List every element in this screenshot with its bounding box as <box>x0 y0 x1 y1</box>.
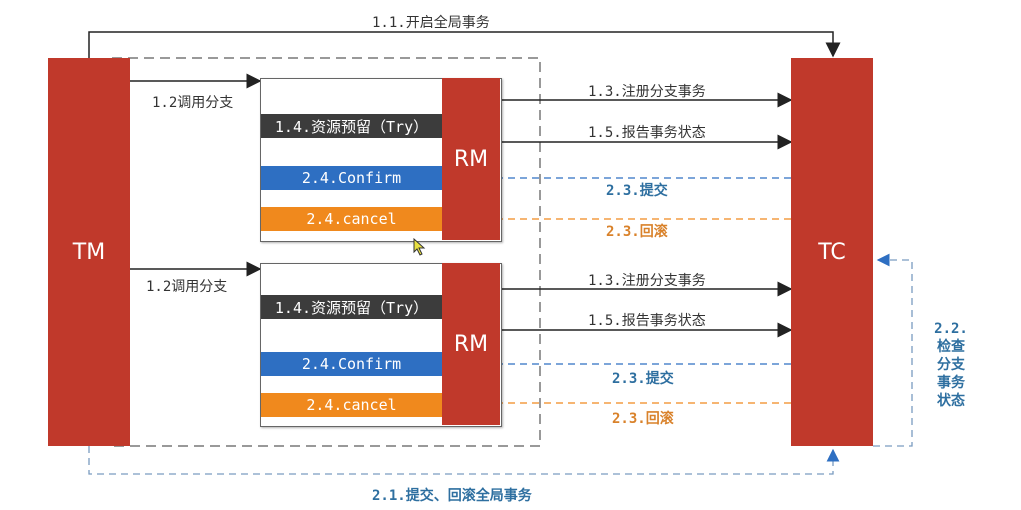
begin-global-arrow <box>88 31 841 58</box>
register-label-2: 1.3.注册分支事务 <box>588 273 706 289</box>
rm-column-2: RM <box>442 263 500 425</box>
begin-global-label: 1.1.开启全局事务 <box>372 15 490 31</box>
rm-column-1: RM <box>442 78 500 240</box>
mouse-cursor-icon <box>413 238 426 256</box>
tm-label: TM <box>72 239 106 265</box>
rollback-label-1: 2.3.回滚 <box>606 224 668 240</box>
try-bar-2: 1.4.资源预留（Try） <box>261 295 442 319</box>
commit-global-arrow <box>88 446 840 475</box>
confirm-bar-2: 2.4.Confirm <box>261 352 442 376</box>
rm-label-2: RM <box>453 331 489 357</box>
commit-global-label: 2.1.提交、回滚全局事务 <box>372 488 532 504</box>
confirm-bar-1: 2.4.Confirm <box>261 166 442 190</box>
report-label-1: 1.5.报告事务状态 <box>588 125 706 141</box>
check-status-arrow <box>873 253 913 447</box>
cancel-bar-1: 2.4.cancel <box>261 207 442 231</box>
tc-label: TC <box>818 239 846 265</box>
register-label-1: 1.3.注册分支事务 <box>588 84 706 100</box>
try-bar-1: 1.4.资源预留（Try） <box>261 114 442 138</box>
report-label-2: 1.5.报告事务状态 <box>588 313 706 329</box>
commit-label-1: 2.3.提交 <box>606 183 668 199</box>
tc-column: TC <box>791 58 873 446</box>
call-branch-label-1: 1.2调用分支 <box>152 95 234 111</box>
check-status-label: 2.2. 检查 分支 事务 状态 <box>934 321 968 409</box>
call-branch-label-2: 1.2调用分支 <box>146 279 228 295</box>
participant-boundary <box>111 57 541 447</box>
commit-label-2: 2.3.提交 <box>612 371 674 387</box>
rm-label-1: RM <box>453 146 489 172</box>
rollback-label-2: 2.3.回滚 <box>612 411 674 427</box>
cancel-bar-2: 2.4.cancel <box>261 393 442 417</box>
tm-column: TM <box>48 58 130 446</box>
